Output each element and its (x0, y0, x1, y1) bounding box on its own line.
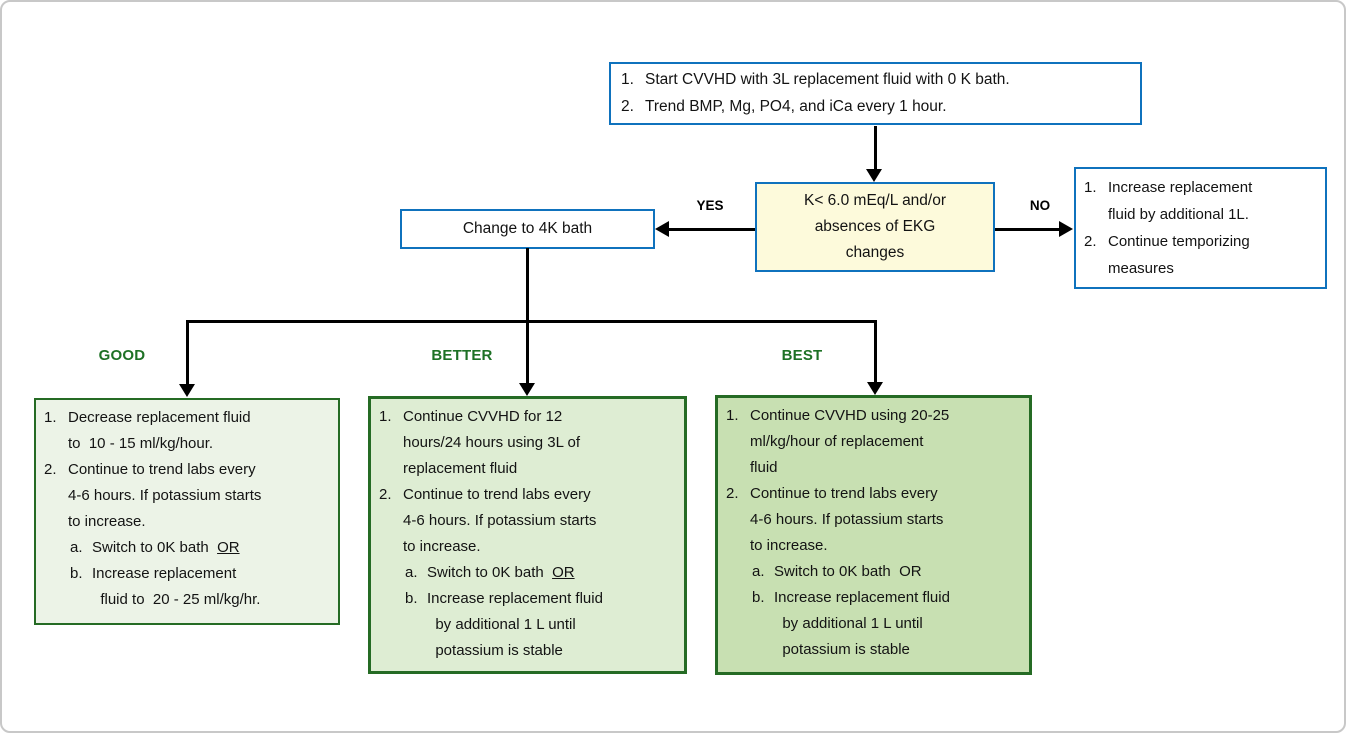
list-item: b.Increase replacement fluid by addition… (405, 590, 603, 659)
arrow-yes-stem (669, 228, 755, 231)
list-item: b.Increase replacement fluid by addition… (752, 589, 950, 658)
list-item: 1.Increase replacement fluid by addition… (1084, 179, 1253, 223)
list-item: 1.Start CVVHD with 3L replacement fluid … (621, 71, 1010, 88)
arrow-yes-head-icon (655, 221, 669, 237)
list-item: 2.Continue temporizing measures (1084, 233, 1250, 277)
list-item: b.Increase replacement fluid to 20 - 25 … (70, 565, 261, 608)
arrow-to-good-stem (186, 320, 189, 385)
change-to-4k-bath-box: Change to 4K bath (400, 209, 655, 249)
best-tier-label: BEST (781, 347, 823, 364)
arrow-4k-to-better-stem (526, 248, 529, 384)
better-tier-list: 1.Continue CVVHD for 12 hours/24 hours u… (371, 399, 684, 669)
no-outcome-box: 1.Increase replacement fluid by addition… (1074, 167, 1327, 289)
no-outcome-list: 1.Increase replacement fluid by addition… (1076, 169, 1325, 287)
arrow-to-good-head-icon (179, 384, 195, 397)
list-item: 1.Decrease replacement fluid to 10 - 15 … (44, 409, 251, 452)
potassium-decision-box: K< 6.0 mEq/L and/or absences of EKG chan… (755, 182, 995, 272)
no-edge-label: NO (1029, 198, 1051, 213)
list-item: 2.Continue to trend labs every 4-6 hours… (44, 461, 262, 530)
start-cvvhd-list: 1.Start CVVHD with 3L replacement fluid … (611, 64, 1140, 122)
better-tier-label: BETTER (431, 347, 493, 364)
list-item: a.Switch to 0K bath OR (70, 539, 240, 556)
list-item: 2.Continue to trend labs every 4-6 hours… (726, 485, 944, 554)
better-tier-box: 1.Continue CVVHD for 12 hours/24 hours u… (368, 396, 687, 674)
arrow-start-to-decision-stem (874, 126, 877, 170)
list-item: a.Switch to 0K bath OR (752, 563, 922, 580)
list-item: a.Switch to 0K bath OR (405, 564, 575, 581)
start-cvvhd-box: 1.Start CVVHD with 3L replacement fluid … (609, 62, 1142, 125)
list-item: 1.Continue CVVHD for 12 hours/24 hours u… (379, 408, 581, 477)
yes-edge-label: YES (696, 198, 724, 213)
best-tier-list: 1.Continue CVVHD using 20-25 ml/kg/hour … (718, 398, 1029, 668)
list-item: 2.Continue to trend labs every 4-6 hours… (379, 486, 597, 555)
branch-horizontal-line (186, 320, 877, 323)
list-item: 2.Trend BMP, Mg, PO4, and iCa every 1 ho… (621, 98, 947, 115)
arrow-to-best-head-icon (867, 382, 883, 395)
list-item: 1.Continue CVVHD using 20-25 ml/kg/hour … (726, 407, 950, 476)
arrow-start-to-decision-head-icon (866, 169, 882, 182)
good-tier-box: 1.Decrease replacement fluid to 10 - 15 … (34, 398, 340, 625)
good-tier-list: 1.Decrease replacement fluid to 10 - 15 … (36, 400, 338, 618)
arrow-no-head-icon (1059, 221, 1073, 237)
good-tier-label: GOOD (98, 347, 146, 364)
arrow-to-best-stem (874, 320, 877, 382)
arrow-no-stem (995, 228, 1059, 231)
best-tier-box: 1.Continue CVVHD using 20-25 ml/kg/hour … (715, 395, 1032, 675)
arrow-4k-to-better-head-icon (519, 383, 535, 396)
